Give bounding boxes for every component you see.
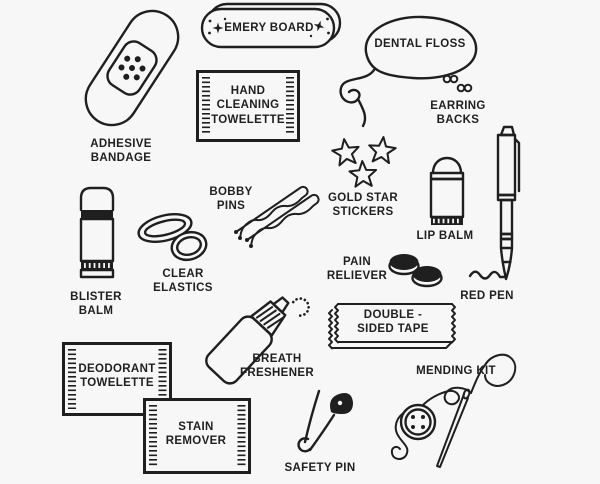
adhesive-bandage-icon (84, 9, 180, 127)
mending-kit-label: MENDING KIT (416, 365, 496, 377)
dental-floss-label: DENTAL FLOSS (374, 38, 466, 50)
adhesive-bandage-label: ADHESIVE BANDAGE (90, 138, 152, 165)
emery-board-label: EMERY BOARD (224, 22, 314, 34)
pain-reliever-icon (388, 254, 443, 288)
blister-balm-icon (79, 186, 115, 279)
dental-floss-icon (339, 15, 478, 128)
clear-elastics-icon (137, 213, 208, 262)
hand-cleaning-towelette-icon (196, 70, 300, 142)
gold-star-stickers-label: GOLD STAR STICKERS (327, 192, 399, 219)
bobby-pins-label: BOBBY PINS (209, 186, 253, 213)
pain-reliever-label: PAIN RELIEVER (326, 256, 388, 283)
breath-freshener-icon (205, 296, 310, 385)
red-pen-label: RED PEN (460, 290, 514, 302)
gold-star-stickers-icon (331, 136, 397, 188)
stain-remover-icon (143, 398, 251, 474)
deodorant-towelette-label: DEODORANT TOWELETTE (78, 363, 156, 390)
safety-pin-icon (297, 389, 353, 453)
red-pen-icon (468, 125, 521, 281)
double-sided-tape-label: DOUBLE - SIDED TAPE (357, 309, 429, 336)
lip-balm-icon (429, 156, 465, 225)
breath-freshener-label: BREATH FRESHENER (239, 353, 315, 380)
mending-kit-icon (390, 353, 517, 468)
hand-cleaning-towelette-label: HAND CLEANING TOWELETTE (211, 85, 285, 126)
earring-backs-icon (442, 74, 473, 93)
bobby-pins-icon (234, 185, 320, 249)
blister-balm-label: BLISTER BALM (70, 291, 122, 318)
lip-balm-label: LIP BALM (416, 230, 474, 242)
earring-backs-label: EARRING BACKS (430, 100, 486, 127)
stain-remover-label: STAIN REMOVER (165, 421, 227, 448)
clear-elastics-label: CLEAR ELASTICS (153, 268, 213, 295)
safety-pin-label: SAFETY PIN (284, 462, 356, 474)
double-sided-tape-icon (328, 303, 456, 350)
emery-board-icon (200, 2, 342, 49)
